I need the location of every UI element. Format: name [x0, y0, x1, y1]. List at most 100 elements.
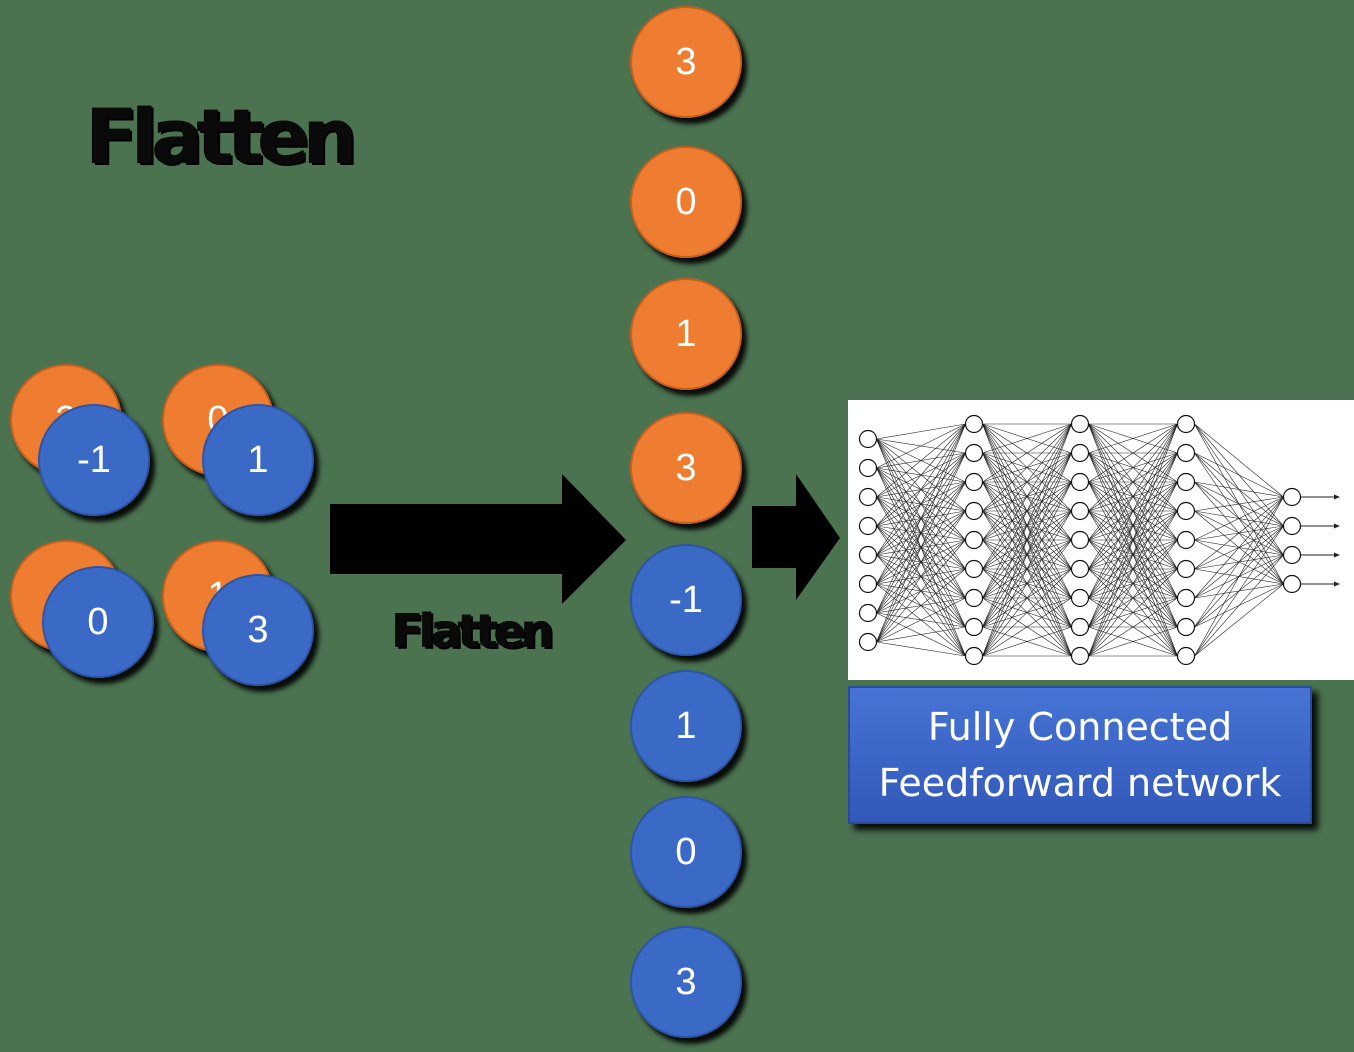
connection-line	[982, 423, 1072, 570]
input-value-front-3: 3	[247, 608, 269, 651]
network-neuron	[1176, 443, 1196, 463]
connection-line	[876, 423, 966, 585]
connection-line	[982, 423, 1072, 628]
network-label-box: Fully Connected Feedforward network	[848, 686, 1312, 824]
connection-line	[1088, 423, 1178, 657]
vector-value-7: 3	[675, 960, 697, 1003]
vector-value-3: 3	[675, 446, 697, 489]
network-neuron	[858, 516, 878, 536]
connection-line	[876, 481, 966, 643]
diagram-title: Flatten	[86, 92, 358, 181]
connection-line	[982, 423, 1072, 657]
connection-line	[876, 626, 966, 643]
network-neuron	[1070, 617, 1090, 637]
connection-line	[1194, 496, 1284, 512]
connection-line	[982, 452, 1072, 657]
vector-node-3: 3	[630, 412, 742, 524]
network-neuron	[964, 559, 984, 579]
connection-line	[1088, 423, 1178, 570]
vector-node-4: -1	[630, 544, 742, 656]
connection-line	[982, 539, 1072, 657]
network-label-line2: Feedforward network	[878, 761, 1282, 805]
connection-line	[1194, 452, 1284, 498]
connection-line	[982, 423, 1072, 599]
flatten-arrow-label: Flatten	[392, 604, 554, 658]
network-neuron	[1176, 530, 1196, 550]
input-node-front-2: 0	[42, 566, 154, 678]
connection-line	[876, 423, 966, 498]
connection-line	[1194, 525, 1284, 657]
network-neuron	[964, 443, 984, 463]
connection-line	[1088, 423, 1178, 599]
output-arrow-head	[1334, 523, 1340, 529]
connection-line	[1194, 496, 1284, 628]
network-neuron	[964, 472, 984, 492]
network-neuron	[858, 603, 878, 623]
input-node-front-0: -1	[38, 404, 150, 516]
connection-line	[1088, 626, 1178, 657]
network-neuron	[964, 617, 984, 637]
network-neuron	[1282, 574, 1302, 594]
connection-line	[982, 423, 1072, 541]
connection-line	[876, 510, 966, 643]
network-neuron	[1070, 646, 1090, 666]
network-neuron	[858, 458, 878, 478]
connection-line	[1088, 423, 1178, 454]
vector-value-1: 0	[675, 180, 697, 223]
network-neuron	[858, 632, 878, 652]
connection-line	[982, 423, 1072, 483]
vector-value-0: 3	[675, 40, 697, 83]
connection-line	[876, 423, 966, 614]
connection-line	[1194, 496, 1284, 570]
connection-line	[982, 510, 1072, 657]
network-neuron	[1070, 588, 1090, 608]
connection-line	[876, 423, 966, 469]
network-neuron	[1176, 414, 1196, 434]
network-neuron	[1282, 516, 1302, 536]
network-neuron	[858, 429, 878, 449]
connection-line	[982, 597, 1072, 657]
connection-line	[1088, 481, 1178, 657]
network-neuron	[964, 646, 984, 666]
vector-node-1: 0	[630, 146, 742, 258]
vector-node-6: 0	[630, 796, 742, 908]
network-neuron	[1176, 588, 1196, 608]
connection-line	[1088, 423, 1178, 483]
connection-line	[1194, 496, 1284, 599]
network-neuron	[1176, 472, 1196, 492]
vector-node-0: 3	[630, 6, 742, 118]
connection-line	[982, 481, 1072, 657]
connection-line	[876, 423, 966, 643]
connection-line	[1088, 452, 1178, 657]
connection-line	[1194, 423, 1284, 498]
network-neuron	[1176, 646, 1196, 666]
vector-node-5: 1	[630, 670, 742, 782]
network-neuron	[1070, 559, 1090, 579]
network-connections	[876, 423, 1284, 657]
output-arrow-head	[1334, 581, 1340, 587]
network-neuron	[1282, 487, 1302, 507]
network-label-line1: Fully Connected	[927, 705, 1233, 749]
connection-line	[1088, 539, 1178, 657]
network-neuron	[1176, 559, 1196, 579]
network-neuron	[1070, 501, 1090, 521]
connection-line	[1194, 583, 1284, 657]
network-neuron	[1070, 530, 1090, 550]
connection-line	[1088, 568, 1178, 657]
network-neuron	[964, 530, 984, 550]
connection-line	[982, 568, 1072, 657]
network-neuron	[1282, 545, 1302, 565]
connection-line	[1088, 423, 1178, 541]
vector-value-6: 0	[675, 830, 697, 873]
connection-line	[876, 423, 966, 440]
network-neuron	[964, 501, 984, 521]
input-value-front-2: 0	[87, 600, 109, 643]
connection-line	[1088, 423, 1178, 512]
connection-line	[876, 423, 966, 527]
connection-line	[876, 452, 966, 643]
vector-value-4: -1	[669, 578, 703, 621]
connection-line	[1088, 597, 1178, 657]
output-arrow-head	[1334, 494, 1340, 500]
connection-line	[982, 423, 1072, 512]
